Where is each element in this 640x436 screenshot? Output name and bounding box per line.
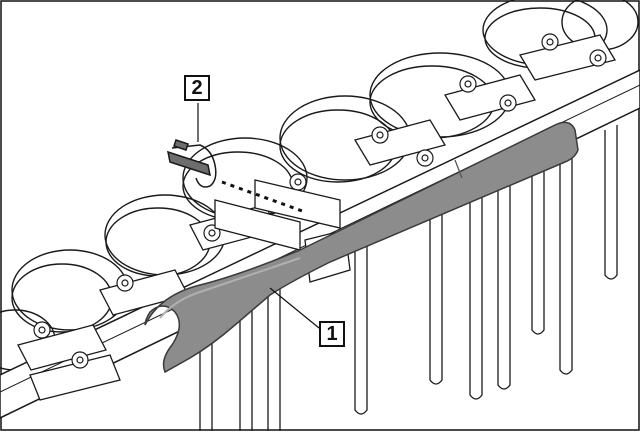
bolts xyxy=(33,33,607,369)
tines xyxy=(199,125,618,431)
insertion-path xyxy=(221,180,306,214)
callout-2: 2 xyxy=(184,75,210,101)
callout-1: 1 xyxy=(319,321,345,347)
leader-line-1 xyxy=(269,287,320,329)
pin-clip xyxy=(167,139,217,188)
callout-2-label: 2 xyxy=(191,76,203,99)
callout-1-label: 1 xyxy=(326,322,338,345)
wrench xyxy=(144,121,579,374)
